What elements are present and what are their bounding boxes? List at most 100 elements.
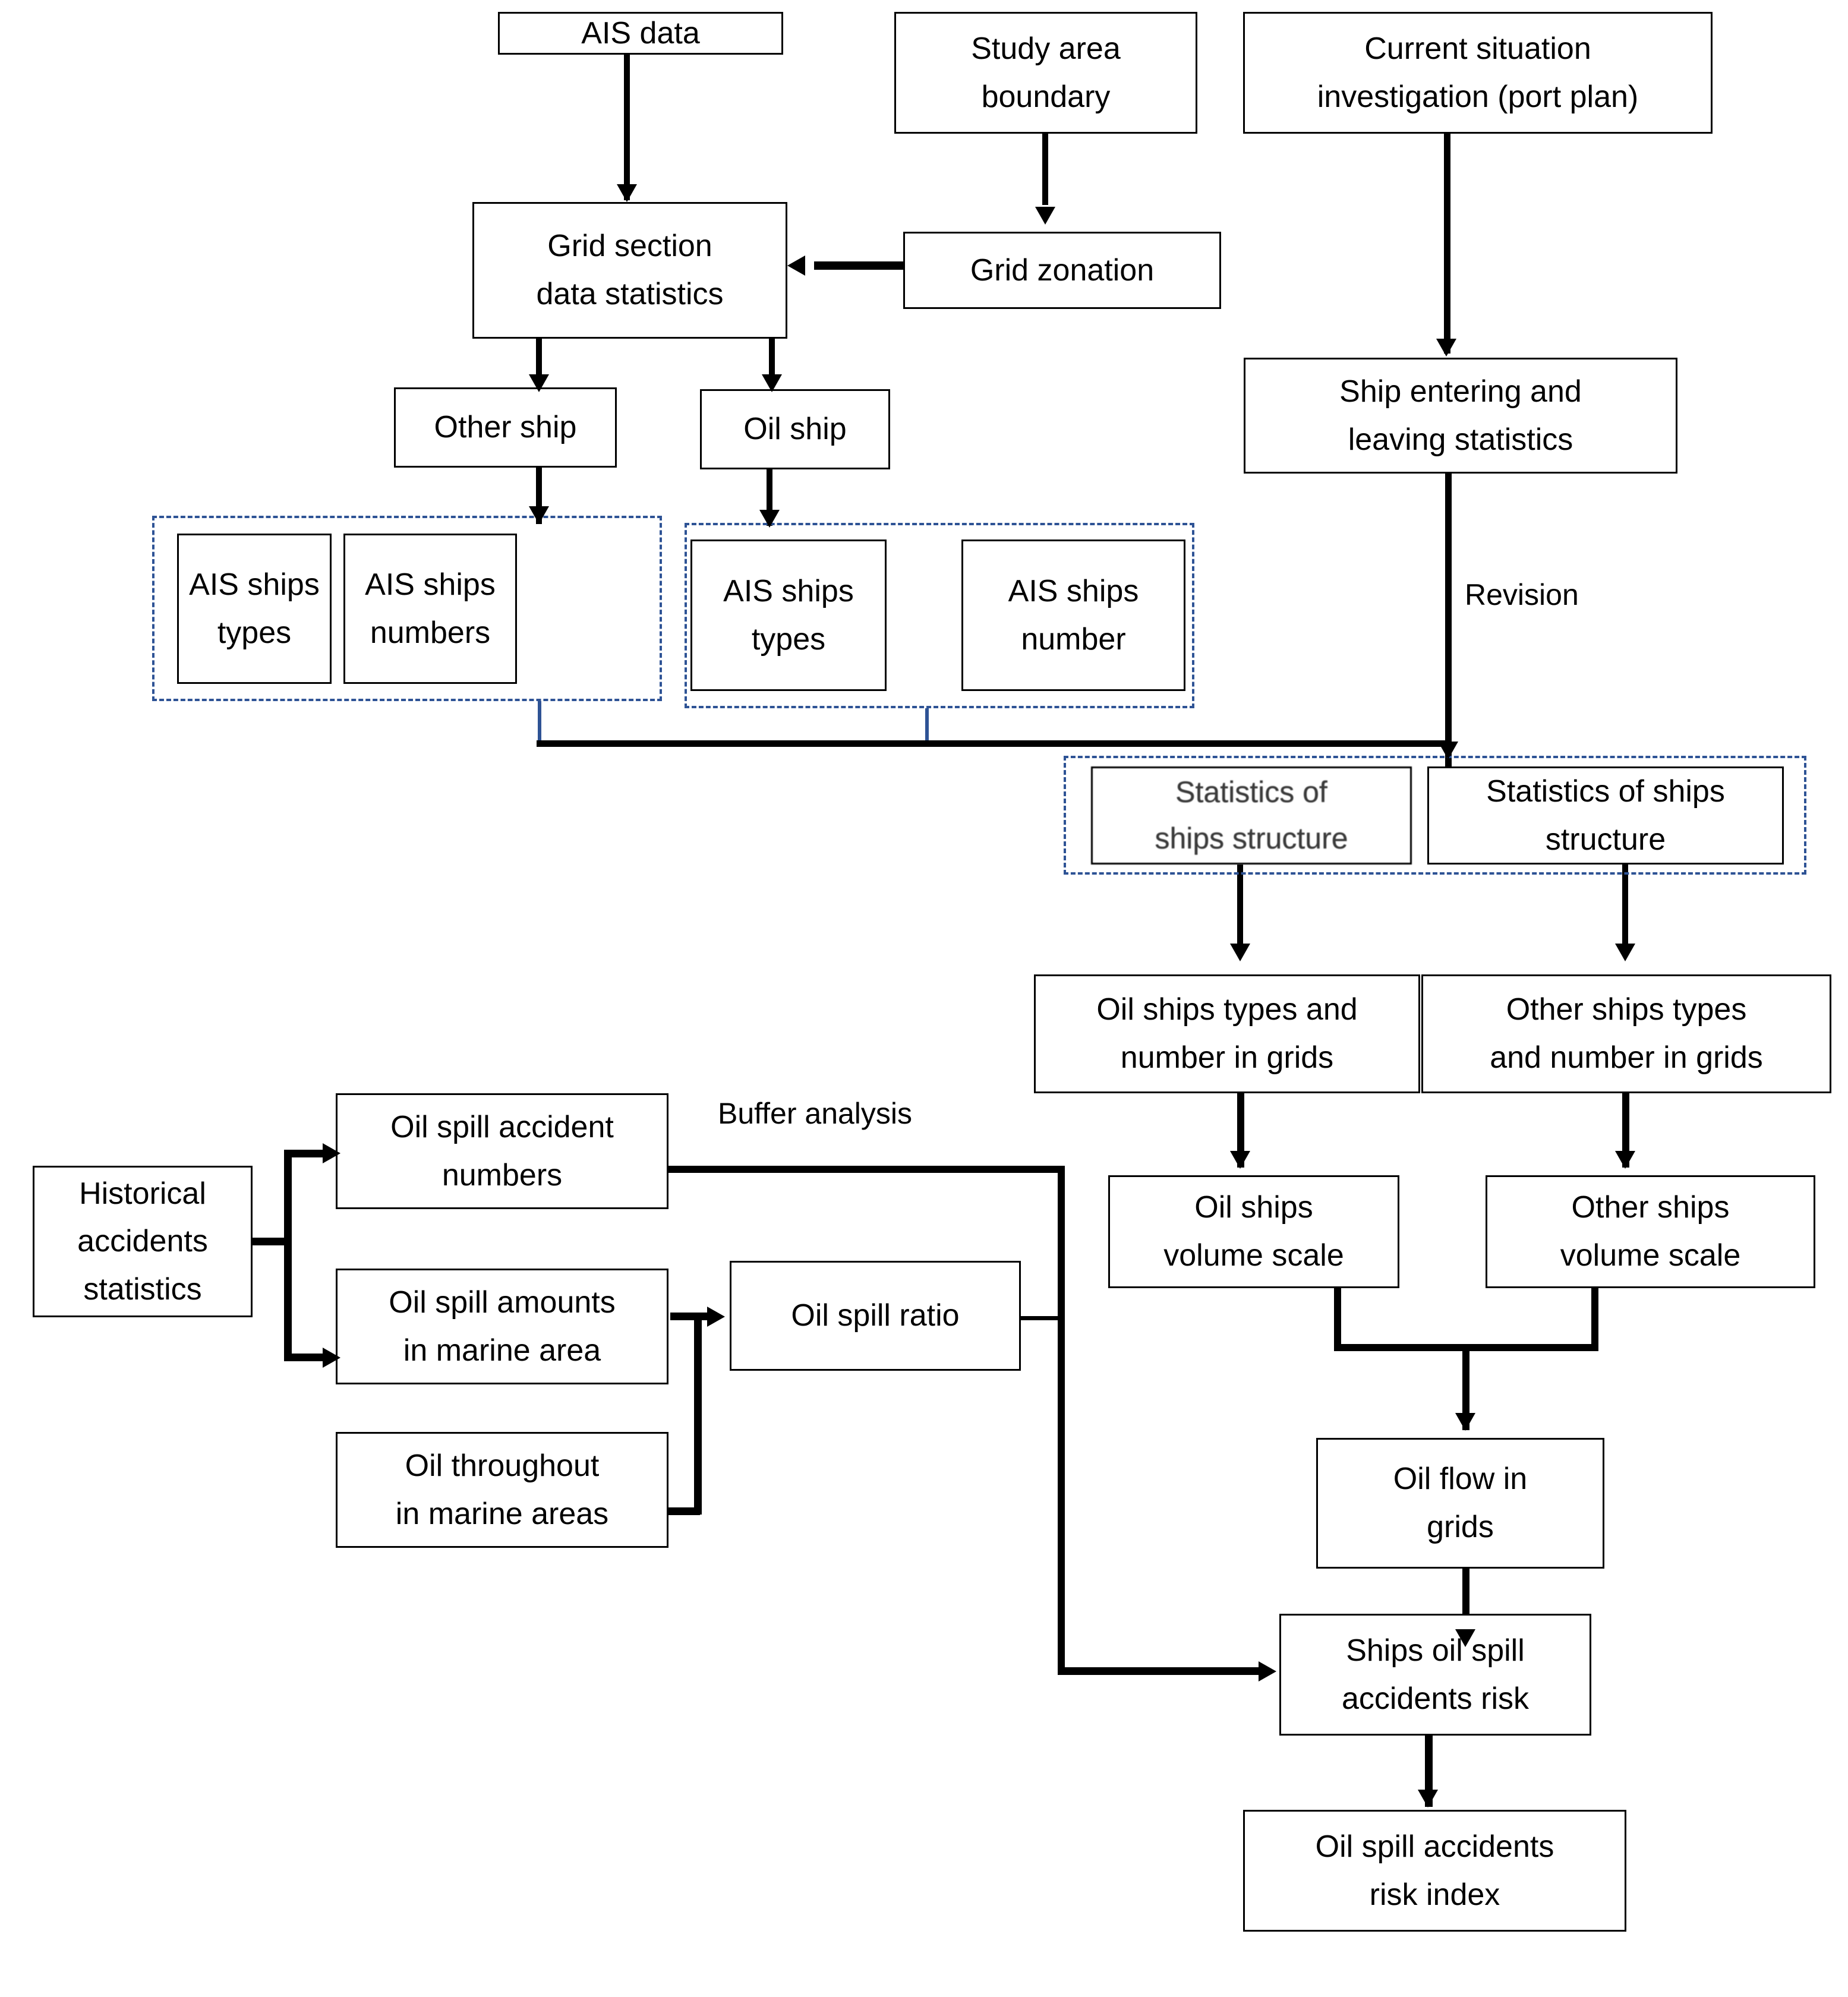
- node-ships-oil-spill-accidents-risk[interactable]: Ships oil spill accidents risk: [1279, 1614, 1591, 1736]
- node-stats-structure-dup-line1: Statistics of: [1175, 775, 1327, 809]
- node-oil-spill-amounts-line2: in marine area: [403, 1333, 601, 1368]
- edge-join-to-ratio: [670, 1313, 713, 1320]
- node-statistics-of-ships-structure-duplicate[interactable]: Statistics of ships structure: [1091, 766, 1412, 865]
- node-ship-entering-line2: leaving statistics: [1348, 422, 1573, 457]
- node-ais-data[interactable]: AIS data: [498, 12, 783, 55]
- node-ais-ships-types-left-line2: types: [217, 615, 292, 650]
- edge-oilvolume-down-stub: [1334, 1288, 1341, 1350]
- node-other-ship-label: Other ship: [434, 410, 577, 445]
- node-historical-line3: statistics: [83, 1272, 202, 1307]
- arrowhead-join-to-ratio: [707, 1307, 725, 1327]
- arrowhead-othership-to-group-left: [529, 506, 549, 524]
- node-oil-ship-label: Oil ship: [743, 412, 847, 447]
- node-ais-ships-number-right-line2: number: [1021, 622, 1126, 657]
- edge-merge-to-oilflow: [1462, 1344, 1469, 1430]
- node-grid-zonation-label: Grid zonation: [970, 253, 1155, 288]
- node-oil-flow-line1: Oil flow in: [1393, 1462, 1528, 1497]
- edge-struct-to-otherships-types: [1622, 865, 1628, 951]
- node-other-ships-types-line1: Other ships types: [1506, 992, 1747, 1027]
- node-ship-entering-line1: Ship entering and: [1339, 374, 1582, 409]
- node-oil-spill-amounts-in-marine-area[interactable]: Oil spill amounts in marine area: [336, 1269, 668, 1384]
- arrowhead-historical-to-accidentnumbers: [323, 1143, 340, 1163]
- arrowhead-current-to-shipentering: [1436, 339, 1456, 357]
- node-oil-throughout-in-marine-areas[interactable]: Oil throughout in marine areas: [336, 1432, 668, 1548]
- arrowhead-merge-to-oilflow: [1455, 1413, 1475, 1431]
- edge-oilship-to-group-right: [767, 469, 772, 526]
- arrowhead-structdup-to-oilships-types: [1230, 944, 1250, 961]
- node-statistics-of-ships-structure[interactable]: Statistics of ships structure: [1427, 766, 1784, 865]
- edge-group-right-stub: [925, 708, 929, 744]
- node-current-situation-investigation[interactable]: Current situation investigation (port pl…: [1243, 12, 1713, 134]
- node-ais-ships-types-right-line1: AIS ships: [723, 573, 854, 608]
- edge-current-to-shipentering: [1444, 134, 1450, 354]
- node-other-ships-types-number-in-grids[interactable]: Other ships types and number in grids: [1421, 974, 1831, 1093]
- arrowhead-ais-to-gridsection: [617, 184, 637, 202]
- node-oil-ships-types-number-in-grids[interactable]: Oil ships types and number in grids: [1034, 974, 1420, 1093]
- node-oil-ships-types-line2: number in grids: [1120, 1040, 1334, 1075]
- node-oil-throughout-line1: Oil throughout: [405, 1448, 600, 1483]
- node-oil-spill-amounts-line1: Oil spill amounts: [389, 1285, 616, 1320]
- arrowhead-historical-to-spillamounts: [323, 1348, 340, 1368]
- edge-boundary-to-zonation: [1042, 134, 1048, 205]
- arrowhead-othershipstypes-to-othervolume: [1615, 1151, 1635, 1169]
- node-ais-ships-numbers-left[interactable]: AIS ships numbers: [343, 534, 517, 684]
- node-oil-spill-accident-numbers-line1: Oil spill accident: [390, 1109, 614, 1144]
- arrowhead-boundary-to-zonation: [1035, 207, 1055, 225]
- node-ais-ships-types-right[interactable]: AIS ships types: [690, 540, 887, 691]
- node-oil-spill-accidents-risk-index[interactable]: Oil spill accidents risk index: [1243, 1810, 1626, 1932]
- node-grid-section-line2: data statistics: [536, 277, 724, 311]
- node-other-ships-types-line2: and number in grids: [1490, 1040, 1763, 1075]
- arrowhead-gridsection-to-oilship: [762, 374, 782, 392]
- node-ais-ships-number-right-line1: AIS ships: [1008, 573, 1139, 608]
- edge-historical-vertical: [284, 1150, 292, 1361]
- edge-othershipstypes-to-othervolume: [1622, 1093, 1629, 1168]
- node-oil-spill-accident-numbers-line2: numbers: [441, 1157, 563, 1192]
- node-current-situation-line2: investigation (port plan): [1317, 79, 1639, 114]
- edge-zonation-to-gridsection: [814, 261, 906, 270]
- node-ships-oil-spill-risk-line1: Ships oil spill: [1346, 1633, 1525, 1668]
- node-ais-ships-numbers-left-line2: numbers: [370, 615, 491, 650]
- node-ais-ships-numbers-left-line1: AIS ships: [365, 567, 496, 602]
- node-historical-line2: accidents: [77, 1224, 208, 1259]
- edge-risk-to-riskindex: [1425, 1736, 1433, 1807]
- node-oil-ships-volume-line1: Oil ships: [1194, 1190, 1313, 1225]
- node-grid-section-data-statistics[interactable]: Grid section data statistics: [472, 202, 787, 339]
- node-historical-accidents-statistics[interactable]: Historical accidents statistics: [33, 1166, 253, 1317]
- edge-ais-to-gridsection: [624, 55, 630, 200]
- edge-ratio-join-vertical: [694, 1313, 702, 1515]
- node-ais-ships-types-right-line2: types: [751, 622, 826, 657]
- arrowhead-oilshipstypes-to-oilvolume: [1230, 1151, 1250, 1169]
- arrowhead-buffer-to-risk: [1259, 1661, 1276, 1681]
- edge-structdup-to-oilships-types: [1237, 865, 1243, 951]
- node-oil-throughout-line2: in marine areas: [395, 1496, 609, 1531]
- node-oil-ships-volume-scale[interactable]: Oil ships volume scale: [1108, 1175, 1399, 1288]
- arrowhead-struct-to-otherships-types: [1615, 944, 1635, 961]
- node-other-ships-volume-scale[interactable]: Other ships volume scale: [1486, 1175, 1815, 1288]
- node-oil-spill-ratio[interactable]: Oil spill ratio: [730, 1261, 1021, 1371]
- arrowhead-zonation-to-gridsection: [787, 255, 805, 276]
- node-ais-ships-number-right[interactable]: AIS ships number: [961, 540, 1185, 691]
- node-other-ships-volume-line2: volume scale: [1560, 1238, 1741, 1273]
- edge-group-left-stub: [538, 701, 541, 744]
- node-oil-ships-volume-line2: volume scale: [1163, 1238, 1344, 1273]
- node-ship-entering-leaving-statistics[interactable]: Ship entering and leaving statistics: [1244, 358, 1677, 474]
- node-grid-zonation[interactable]: Grid zonation: [903, 232, 1221, 309]
- edge-othervolume-down-stub: [1591, 1288, 1598, 1350]
- node-study-area-boundary[interactable]: Study area boundary: [894, 12, 1197, 134]
- node-stats-structure-line2: structure: [1545, 822, 1666, 857]
- node-oil-ship[interactable]: Oil ship: [700, 389, 890, 469]
- edge-groups-merge-horizontal: [537, 740, 1452, 747]
- node-other-ships-volume-line1: Other ships: [1571, 1190, 1730, 1225]
- node-ais-ships-types-left[interactable]: AIS ships types: [177, 534, 332, 684]
- node-grid-section-line1: Grid section: [547, 229, 712, 264]
- edge-label-revision: Revision: [1465, 578, 1579, 611]
- node-study-area-boundary-line1: Study area: [971, 31, 1121, 66]
- node-other-ship[interactable]: Other ship: [394, 387, 617, 468]
- edge-historical-stub: [253, 1238, 288, 1245]
- edge-historical-to-accidentnumbers: [284, 1150, 327, 1157]
- node-risk-index-line1: Oil spill accidents: [1315, 1829, 1554, 1864]
- node-oil-spill-accident-numbers[interactable]: Oil spill accident numbers: [336, 1093, 668, 1209]
- edge-oilshipstypes-to-oilvolume: [1237, 1093, 1244, 1168]
- node-oil-flow-in-grids[interactable]: Oil flow in grids: [1316, 1438, 1604, 1569]
- edge-buffer-horizontal-bottom: [1058, 1667, 1263, 1675]
